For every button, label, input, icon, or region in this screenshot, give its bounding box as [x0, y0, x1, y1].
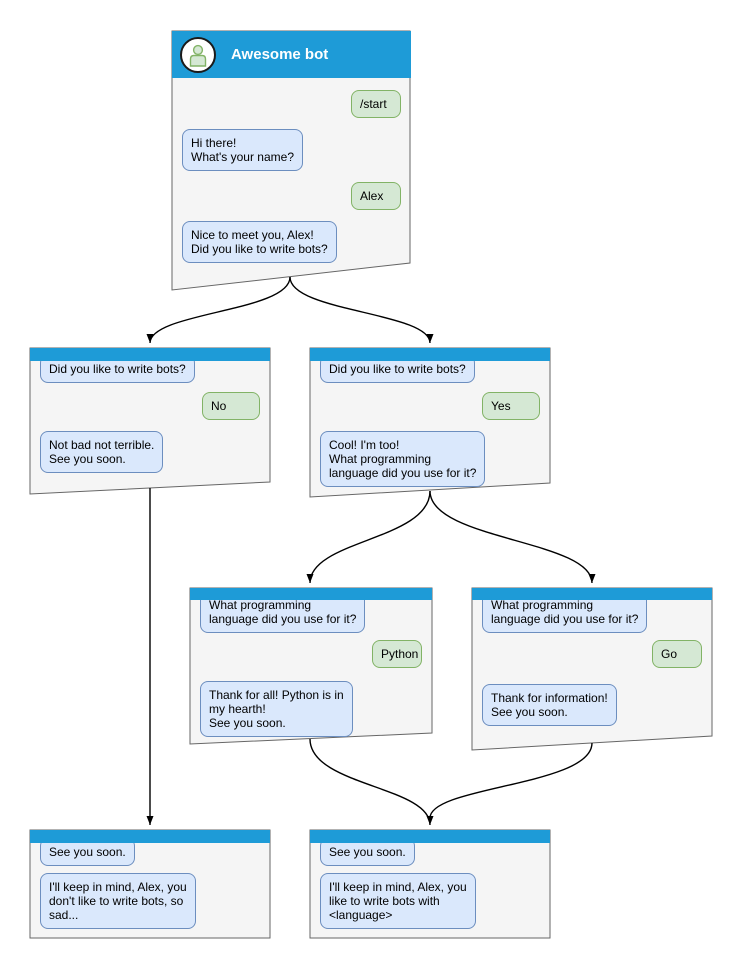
bot-avatar [180, 36, 216, 73]
bot-message-bubble: I'll keep in mind, Alex, you don't like … [40, 873, 196, 929]
window-titlebar: Awesome bot [172, 31, 411, 78]
arrow-main-to-no [146, 276, 291, 344]
window-title: Awesome bot [231, 46, 329, 63]
person-icon [189, 44, 207, 67]
arrow-go-to-end [429, 742, 593, 819]
user-message-bubble: Python [372, 640, 422, 668]
window-titlebar [190, 588, 432, 600]
user-message-bubble: No [202, 392, 260, 420]
chat-window-branch-no: Did you like to write bots? No Not bad n… [30, 348, 270, 473]
user-message-bubble: Go [652, 640, 702, 668]
arrow-yes-to-python [306, 490, 431, 584]
user-message-bubble: Yes [482, 392, 540, 420]
bot-message-bubble: I'll keep in mind, Alex, you like to wri… [320, 873, 476, 929]
bot-message-bubble: Hi there! What's your name? [182, 129, 304, 171]
chat-window-branch-go: What programming language did you use fo… [472, 588, 712, 726]
bot-message-bubble: Not bad not terrible. See you soon. [40, 431, 164, 473]
bot-message-bubble: Thank for all! Python is in my hearth! S… [200, 681, 353, 737]
chat-window-end-yes: See you soon. I'll keep in mind, Alex, y… [310, 830, 550, 938]
window-titlebar [310, 348, 550, 361]
window-titlebar [310, 830, 550, 843]
window-titlebar [30, 348, 270, 361]
user-message-bubble: /start [351, 90, 401, 118]
window-titlebar [472, 588, 712, 600]
window-titlebar [30, 830, 270, 843]
bot-message-bubble: Cool! I'm too! What programming language… [320, 431, 486, 487]
arrow-yes-to-go [429, 490, 596, 584]
chat-window-branch-yes: Did you like to write bots? Yes Cool! I'… [310, 348, 550, 487]
bot-message-bubble: Thank for information! See you soon. [482, 684, 617, 726]
arrow-main-to-yes [289, 276, 434, 344]
chat-window-end-no: See you soon. I'll keep in mind, Alex, y… [30, 830, 270, 938]
chat-window-main: Awesome bot /start Hi there! What's your… [172, 31, 411, 263]
chat-window-branch-python: What programming language did you use fo… [190, 588, 432, 737]
bot-message-bubble: Nice to meet you, Alex! Did you like to … [182, 221, 337, 263]
user-message-bubble: Alex [351, 182, 401, 210]
arrow-python-to-end [309, 738, 434, 826]
